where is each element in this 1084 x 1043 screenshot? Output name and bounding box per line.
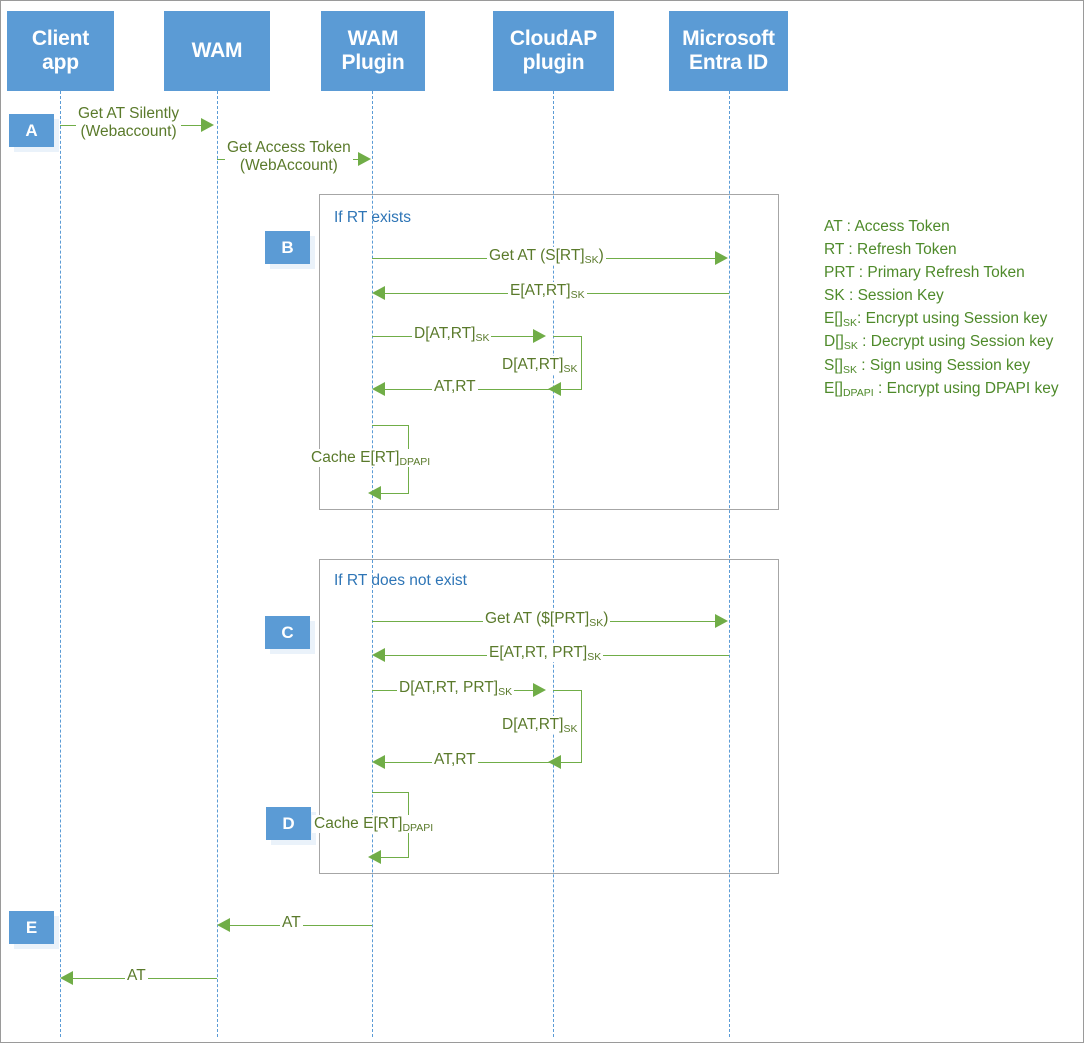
- lifeline-client-app: [60, 91, 61, 1037]
- step-marker-b: B: [265, 231, 310, 264]
- message-label-at-to-wam: AT: [280, 914, 303, 932]
- actor-box-client-app: Client app: [7, 11, 114, 91]
- arrow-head-d-at-rt-prt-sk: [533, 683, 546, 697]
- message-label-at-rt: AT,RT: [432, 378, 478, 396]
- message-label-self-d-at-rt-sk: D[AT,RT]SK: [500, 356, 580, 375]
- legend-entry-prt: PRT : Primary Refresh Token: [824, 264, 1025, 282]
- self-loop-top-wamplugin-2: [372, 792, 408, 793]
- legend-entry-d-sk: D[]SK : Decrypt using Session key: [824, 333, 1054, 353]
- arrow-head-d-at-rt-sk: [533, 329, 546, 343]
- lifeline-wam-plugin: [372, 91, 373, 1037]
- legend-abbreviations: AT : Access Token RT : Refresh Token PRT…: [824, 215, 1076, 400]
- self-loop-top-wamplugin-1: [372, 425, 408, 426]
- step-marker-e: E: [9, 911, 54, 944]
- arrow-head-self-d-at-rt-sk: [548, 382, 561, 396]
- step-marker-d: D: [266, 807, 311, 840]
- step-marker-a: A: [9, 114, 54, 147]
- message-label-line1: Get AT Silently: [78, 105, 180, 122]
- legend-entry-e-sk: E[]SK: Encrypt using Session key: [824, 310, 1048, 330]
- arrow-head-get-access-token: [358, 152, 371, 166]
- arrow-head-cache-e-rt-dpapi: [368, 486, 381, 500]
- fragment-label-rt-exists: If RT exists: [334, 209, 411, 226]
- self-loop-top-cloudap-1: [553, 336, 581, 337]
- legend-entry-sk: SK : Session Key: [824, 287, 944, 305]
- fragment-frame-rt-not-exists: [319, 559, 779, 874]
- arrow-head-e-at-rt-prt-sk: [372, 648, 385, 662]
- message-label-get-at-silently: Get AT Silently (Webaccount): [76, 105, 182, 141]
- arrow-head-at-rt: [372, 382, 385, 396]
- message-label-line2: (WebAccount): [239, 156, 338, 174]
- lifeline-cloudap-plugin: [553, 91, 554, 1037]
- actor-box-cloudap-plugin: CloudAP plugin: [493, 11, 614, 91]
- actor-box-wam: WAM: [164, 11, 270, 91]
- arrow-head-cache-e-rt-dpapi-2: [368, 850, 381, 864]
- message-label-get-at-sprt: Get AT ($[PRT]SK): [483, 610, 611, 629]
- message-label-line1: Get Access Token: [227, 139, 351, 156]
- legend-entry-at: AT : Access Token: [824, 218, 950, 235]
- message-label-at-to-client: AT: [125, 967, 148, 985]
- arrow-head-get-at-sprt: [715, 614, 728, 628]
- message-label-d-at-rt-sk: D[AT,RT]SK: [412, 325, 492, 344]
- fragment-label-rt-not-exists: If RT does not exist: [334, 572, 467, 589]
- self-loop-bottom-wamplugin-2: [381, 857, 409, 858]
- actor-box-wam-plugin: WAM Plugin: [321, 11, 425, 91]
- actor-box-entra-id: Microsoft Entra ID: [669, 11, 788, 91]
- self-loop-top-cloudap-2: [553, 690, 581, 691]
- message-label-cache-e-rt-dpapi-2: Cache E[RT]DPAPI: [312, 815, 436, 834]
- fragment-frame-rt-exists: [319, 194, 779, 510]
- message-label-at-rt-2: AT,RT: [432, 751, 478, 769]
- arrow-head-e-at-rt-sk: [372, 286, 385, 300]
- arrow-head-at-to-wam: [217, 918, 230, 932]
- message-label-d-at-rt-prt-sk: D[AT,RT, PRT]SK: [397, 679, 515, 698]
- legend-entry-rt: RT : Refresh Token: [824, 241, 957, 259]
- message-label-e-at-rt-sk: E[AT,RT]SK: [508, 282, 587, 301]
- legend-entry-s-sk: S[]SK : Sign using Session key: [824, 356, 1031, 376]
- message-label-get-at-srt: Get AT (S[RT]SK): [487, 247, 606, 266]
- arrow-head-at-rt-2: [372, 755, 385, 769]
- arrow-head-self-d-at-rt-sk-2: [548, 755, 561, 769]
- lifeline-entra-id: [729, 91, 730, 1037]
- legend-entry-e-dpapi: E[]DPAPI : Encrypt using DPAPI key: [824, 379, 1059, 399]
- lifeline-wam: [217, 91, 218, 1037]
- arrow-head-get-at-srt: [715, 251, 728, 265]
- arrow-head-get-at-silently: [201, 118, 214, 132]
- self-loop-bottom-cloudap-2: [561, 762, 582, 763]
- message-label-line2: (Webaccount): [80, 122, 177, 140]
- self-loop-bottom-cloudap-1: [561, 389, 582, 390]
- message-label-e-at-rt-prt-sk: E[AT,RT, PRT]SK: [487, 644, 604, 663]
- self-loop-bottom-wamplugin-1: [381, 493, 409, 494]
- self-loop-side-cloudap-1: [581, 336, 582, 389]
- step-marker-c: C: [265, 616, 310, 649]
- message-label-get-access-token: Get Access Token (WebAccount): [225, 139, 353, 175]
- arrow-head-at-to-client: [60, 971, 73, 985]
- self-loop-side-cloudap-2: [581, 690, 582, 762]
- message-label-self-d-at-rt-sk-2: D[AT,RT]SK: [500, 716, 580, 735]
- message-label-cache-e-rt-dpapi: Cache E[RT]DPAPI: [309, 449, 433, 468]
